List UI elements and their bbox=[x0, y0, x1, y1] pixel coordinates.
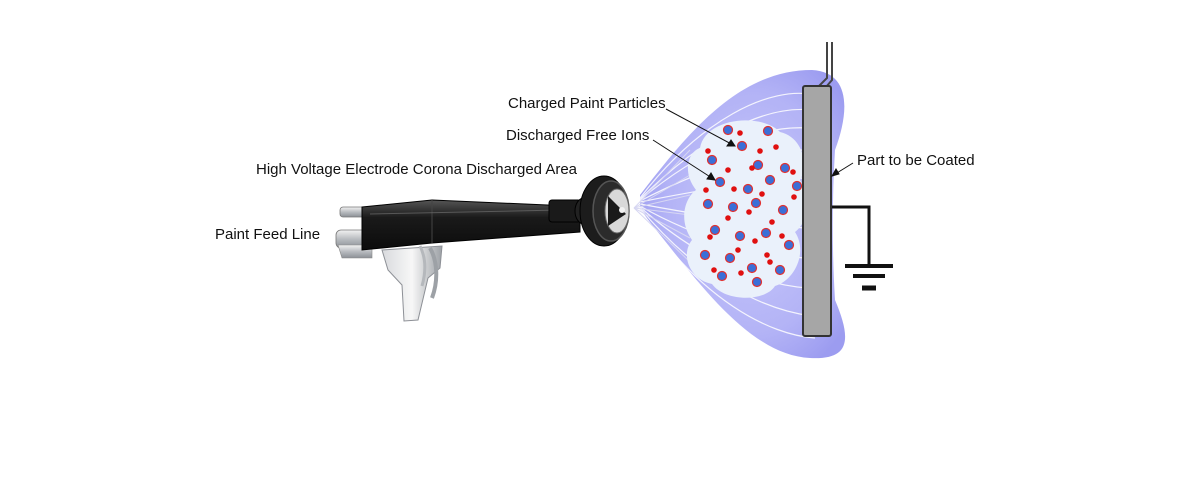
free-ion bbox=[737, 130, 743, 136]
free-ion bbox=[759, 191, 765, 197]
free-ion bbox=[773, 144, 779, 150]
spray-fan bbox=[633, 149, 691, 263]
charged-particle bbox=[742, 183, 754, 195]
charged-particle bbox=[783, 239, 795, 251]
charged-particle bbox=[706, 154, 718, 166]
free-ion bbox=[791, 194, 797, 200]
charged-particle bbox=[764, 174, 776, 186]
free-ion bbox=[705, 148, 711, 154]
charged-particle bbox=[716, 270, 728, 282]
charged-particles-label: Charged Paint Particles bbox=[508, 95, 666, 112]
charged-particle bbox=[779, 162, 791, 174]
free-ion bbox=[711, 267, 717, 273]
spray-gun-icon bbox=[335, 175, 630, 322]
part-label: Part to be Coated bbox=[857, 152, 975, 169]
charged-particle bbox=[702, 198, 714, 210]
paint-cloud bbox=[684, 120, 808, 298]
charged-particle bbox=[762, 125, 774, 137]
free-ions-label: Discharged Free Ions bbox=[506, 127, 650, 144]
feed-line-label: Paint Feed Line bbox=[215, 226, 321, 243]
free-ion bbox=[790, 169, 796, 175]
discharged-free-ions bbox=[703, 130, 797, 276]
charged-particle bbox=[724, 252, 736, 264]
charged-particle bbox=[734, 230, 746, 242]
free-ion bbox=[703, 187, 709, 193]
free-ion bbox=[749, 165, 755, 171]
charged-particle bbox=[746, 262, 758, 274]
charged-particle bbox=[699, 249, 711, 261]
free-ion bbox=[738, 270, 744, 276]
free-ion bbox=[725, 215, 731, 221]
charged-particle bbox=[722, 124, 734, 136]
free-ion bbox=[757, 148, 763, 154]
charged-particle bbox=[751, 276, 763, 288]
charged-particle bbox=[774, 264, 786, 276]
free-ion bbox=[707, 234, 713, 240]
free-ion bbox=[725, 167, 731, 173]
charged-particle bbox=[791, 180, 803, 192]
free-ion bbox=[779, 233, 785, 239]
free-ion bbox=[764, 252, 770, 258]
charged-particle bbox=[727, 201, 739, 213]
free-ion bbox=[731, 186, 737, 192]
coated-part bbox=[802, 42, 833, 337]
charged-paint-particles bbox=[699, 124, 803, 288]
charged-particle bbox=[750, 197, 762, 209]
free-ion bbox=[769, 219, 775, 225]
free-ion bbox=[746, 209, 752, 215]
corona-area-label: High Voltage Electrode Corona Discharged… bbox=[256, 161, 578, 178]
free-ion bbox=[767, 259, 773, 265]
charged-particle bbox=[709, 224, 721, 236]
free-ion bbox=[735, 247, 741, 253]
charged-particle bbox=[752, 159, 764, 171]
charged-particle bbox=[736, 140, 748, 152]
leader-arrow-icon bbox=[652, 108, 854, 181]
ground-symbol-icon bbox=[832, 205, 893, 291]
charged-particle bbox=[714, 176, 726, 188]
charged-particle bbox=[777, 204, 789, 216]
free-ion bbox=[752, 238, 758, 244]
charged-particle bbox=[760, 227, 772, 239]
